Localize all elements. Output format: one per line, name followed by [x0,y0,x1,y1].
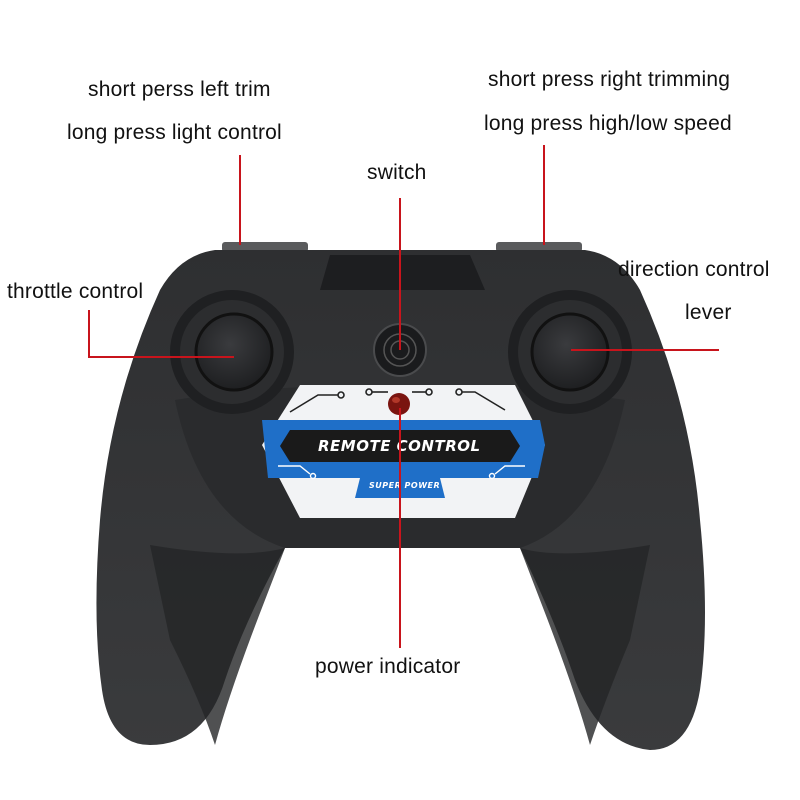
right-trim-label-line2: long press high/low speed [484,112,732,135]
left-trim-leader-line [239,155,241,245]
left-trim-label-line2: long press light control [67,121,282,144]
power-indicator-led [388,393,410,415]
throttle-leader-line-vertical [88,310,90,357]
remote-control-badge [262,385,545,518]
switch-label: switch [367,161,427,184]
throttle-leader-line-horizontal [88,356,234,358]
right-trim-button[interactable] [496,242,582,252]
right-trim-leader-line [543,145,545,245]
badge-subtitle: SUPER POWER [369,481,441,490]
direction-label-line1: direction control [618,258,770,281]
left-trim-label-line1: short perss left trim [88,78,271,101]
power-indicator-leader-line [399,408,401,648]
throttle-label: throttle control [7,280,144,303]
right-trim-label-line1: short press right trimming [488,68,731,91]
switch-leader-line [399,198,401,350]
power-indicator-label: power indicator [315,655,461,678]
left-trim-button[interactable] [222,242,308,252]
throttle-stick[interactable] [170,290,294,414]
direction-stick[interactable] [508,290,632,414]
direction-leader-line [571,349,719,351]
direction-label-line2: lever [685,301,732,324]
